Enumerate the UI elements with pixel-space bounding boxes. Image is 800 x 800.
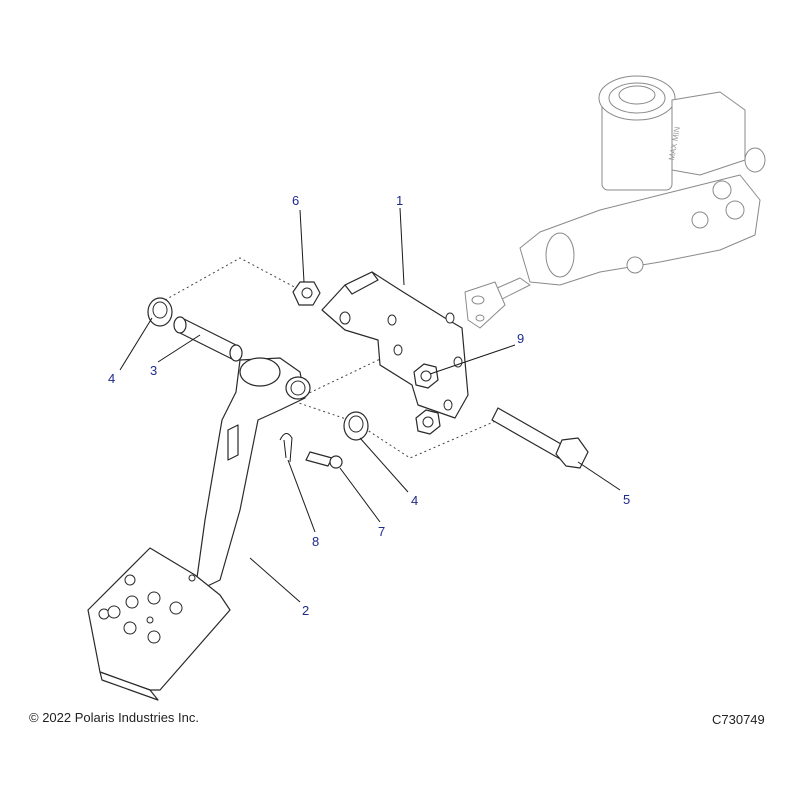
pivot-sleeve (173, 316, 243, 362)
drawing-id: C730749 (712, 712, 765, 727)
callout-labels: 1 2 3 4 4 5 6 7 8 9 (108, 193, 630, 618)
leader-lines (119, 207, 621, 603)
pivot-bolt (491, 407, 589, 469)
bracket-nut (413, 363, 441, 435)
callout-9: 9 (517, 331, 524, 346)
callout-2: 2 (302, 603, 309, 618)
hairpin-clip (279, 433, 293, 463)
mounting-bracket (321, 271, 469, 419)
callout-6: 6 (292, 193, 299, 208)
bushing-right (343, 411, 369, 441)
bushing-left (147, 297, 173, 327)
copyright-text: © 2022 Polaris Industries Inc. (29, 710, 199, 725)
callout-3: 3 (150, 363, 157, 378)
callout-7: 7 (378, 524, 385, 539)
callout-5: 5 (623, 492, 630, 507)
callout-4b: 4 (411, 493, 418, 508)
hex-nut (292, 281, 321, 306)
callout-4a: 4 (108, 371, 115, 386)
callout-1: 1 (396, 193, 403, 208)
brake-pedal (87, 357, 311, 701)
callout-8: 8 (312, 534, 319, 549)
clevis-pin (305, 451, 343, 469)
master-cylinder: MAX MIN (464, 75, 766, 329)
